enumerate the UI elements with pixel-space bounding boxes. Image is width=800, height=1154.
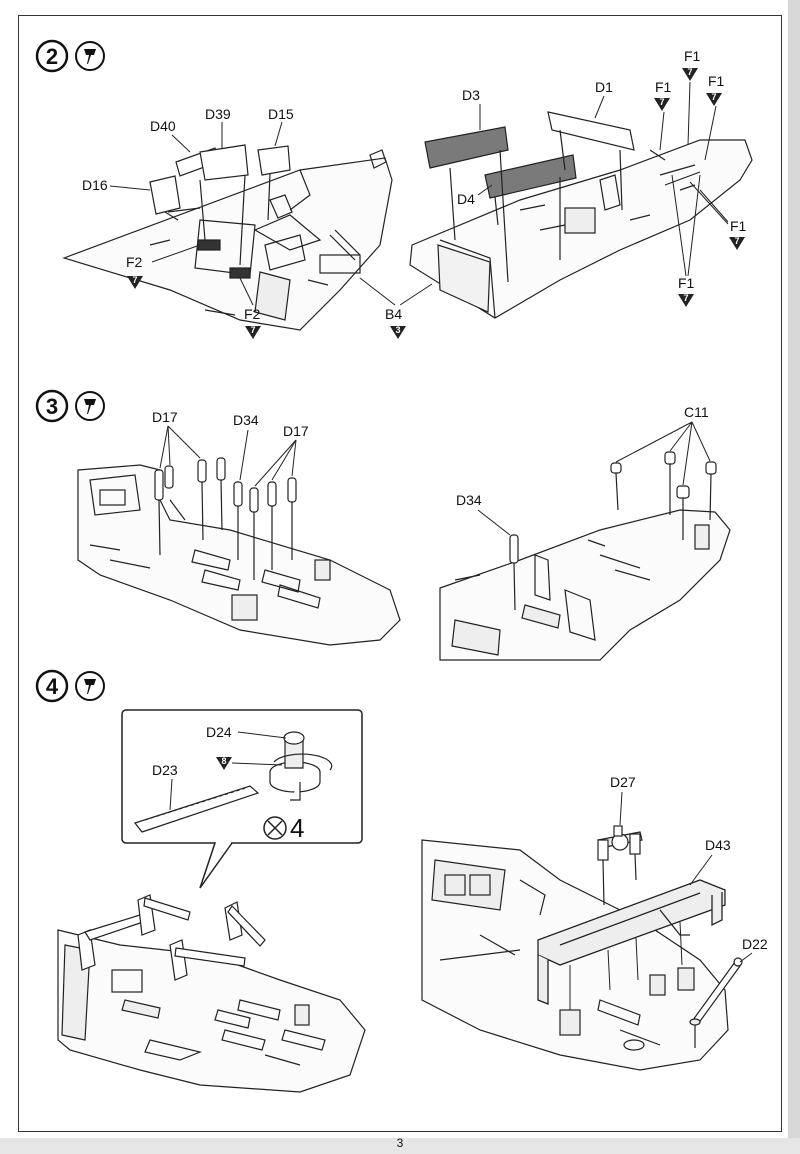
part-ref-label: F2 xyxy=(244,306,261,322)
step3-right-bow-drawing xyxy=(439,509,731,661)
part-ref-label: F1 xyxy=(684,48,701,64)
part-label: D3 xyxy=(462,87,480,103)
part-label: D22 xyxy=(742,936,768,952)
part-ref-label: F1 xyxy=(730,218,747,234)
part-label: D40 xyxy=(150,118,176,134)
step2-right-hull-drawing xyxy=(409,139,753,319)
part-ref-label: F1 xyxy=(655,79,672,95)
paint-color-number: 7 xyxy=(687,67,692,77)
part-label: D1 xyxy=(595,79,613,95)
part-label: D34 xyxy=(233,412,259,428)
step-number: 2 xyxy=(46,44,58,69)
part-label: D23 xyxy=(152,762,178,778)
step-number-badge xyxy=(35,669,69,703)
step-number-badge xyxy=(35,39,69,73)
step-number: 3 xyxy=(46,394,58,419)
part-label: D43 xyxy=(705,837,731,853)
leader-lines xyxy=(477,421,711,536)
part-label: D17 xyxy=(152,409,178,425)
step-4: 4 D24 D23 8 xyxy=(35,669,768,1093)
page-number: 3 xyxy=(396,1136,404,1150)
part-ref-label: F1 xyxy=(708,73,725,89)
part-label: D27 xyxy=(610,774,636,790)
part-label: D34 xyxy=(456,492,482,508)
step2-parts-right xyxy=(424,111,635,283)
paint-color-number: 8 xyxy=(221,756,226,766)
part-label: D4 xyxy=(457,191,475,207)
paint-color-number: 7 xyxy=(734,236,739,246)
step3-pins-right xyxy=(509,451,717,611)
part-ref-label: B4 xyxy=(385,306,402,322)
paint-color-number: 7 xyxy=(250,325,255,335)
part-d24-drawing xyxy=(269,731,333,801)
page-frame xyxy=(18,15,782,1132)
detail-inset: D24 D23 8 4 xyxy=(121,709,363,889)
paint-color-number: 7 xyxy=(659,97,664,107)
part-label: D39 xyxy=(205,106,231,122)
step-2: 2 D40 D39 D1 xyxy=(35,39,753,339)
quantity-multiplier-icon xyxy=(263,816,287,840)
glue-tube-icon xyxy=(75,391,105,421)
part-label: D17 xyxy=(283,423,309,439)
quantity-label: 4 xyxy=(290,813,304,843)
paint-color-number: 3 xyxy=(395,325,400,335)
part-label: D16 xyxy=(82,177,108,193)
leader-lines xyxy=(159,425,297,487)
paint-color-number: 7 xyxy=(711,92,716,102)
paint-color-number: 7 xyxy=(683,293,688,303)
step-3: 3 D17 xyxy=(35,389,731,661)
step-number-badge xyxy=(35,389,69,423)
glue-tube-icon xyxy=(75,671,105,701)
scan-edge-bottom xyxy=(0,1138,800,1154)
part-d43-drawing xyxy=(537,879,726,1005)
step3-pins-left xyxy=(154,457,297,580)
part-ref-label: F2 xyxy=(126,254,143,270)
part-label: D15 xyxy=(268,106,294,122)
step4-left-bow-drawing xyxy=(57,929,366,1093)
part-d27-drawing xyxy=(597,825,643,906)
leader-lines xyxy=(659,81,729,277)
part-label: C11 xyxy=(684,404,709,420)
assembly-lines xyxy=(569,921,683,1010)
part-label: D24 xyxy=(206,724,232,740)
step4-boat-davits-left xyxy=(77,894,266,981)
scan-edge-right xyxy=(788,0,800,1154)
part-ref-label: F1 xyxy=(678,275,695,291)
paint-color-number: 7 xyxy=(132,275,137,285)
part-d23-drawing xyxy=(133,785,260,833)
glue-tube-icon xyxy=(75,41,105,71)
step-number: 4 xyxy=(46,674,59,699)
part-d22-drawing xyxy=(689,957,743,1048)
step2-parts-left xyxy=(149,144,291,266)
